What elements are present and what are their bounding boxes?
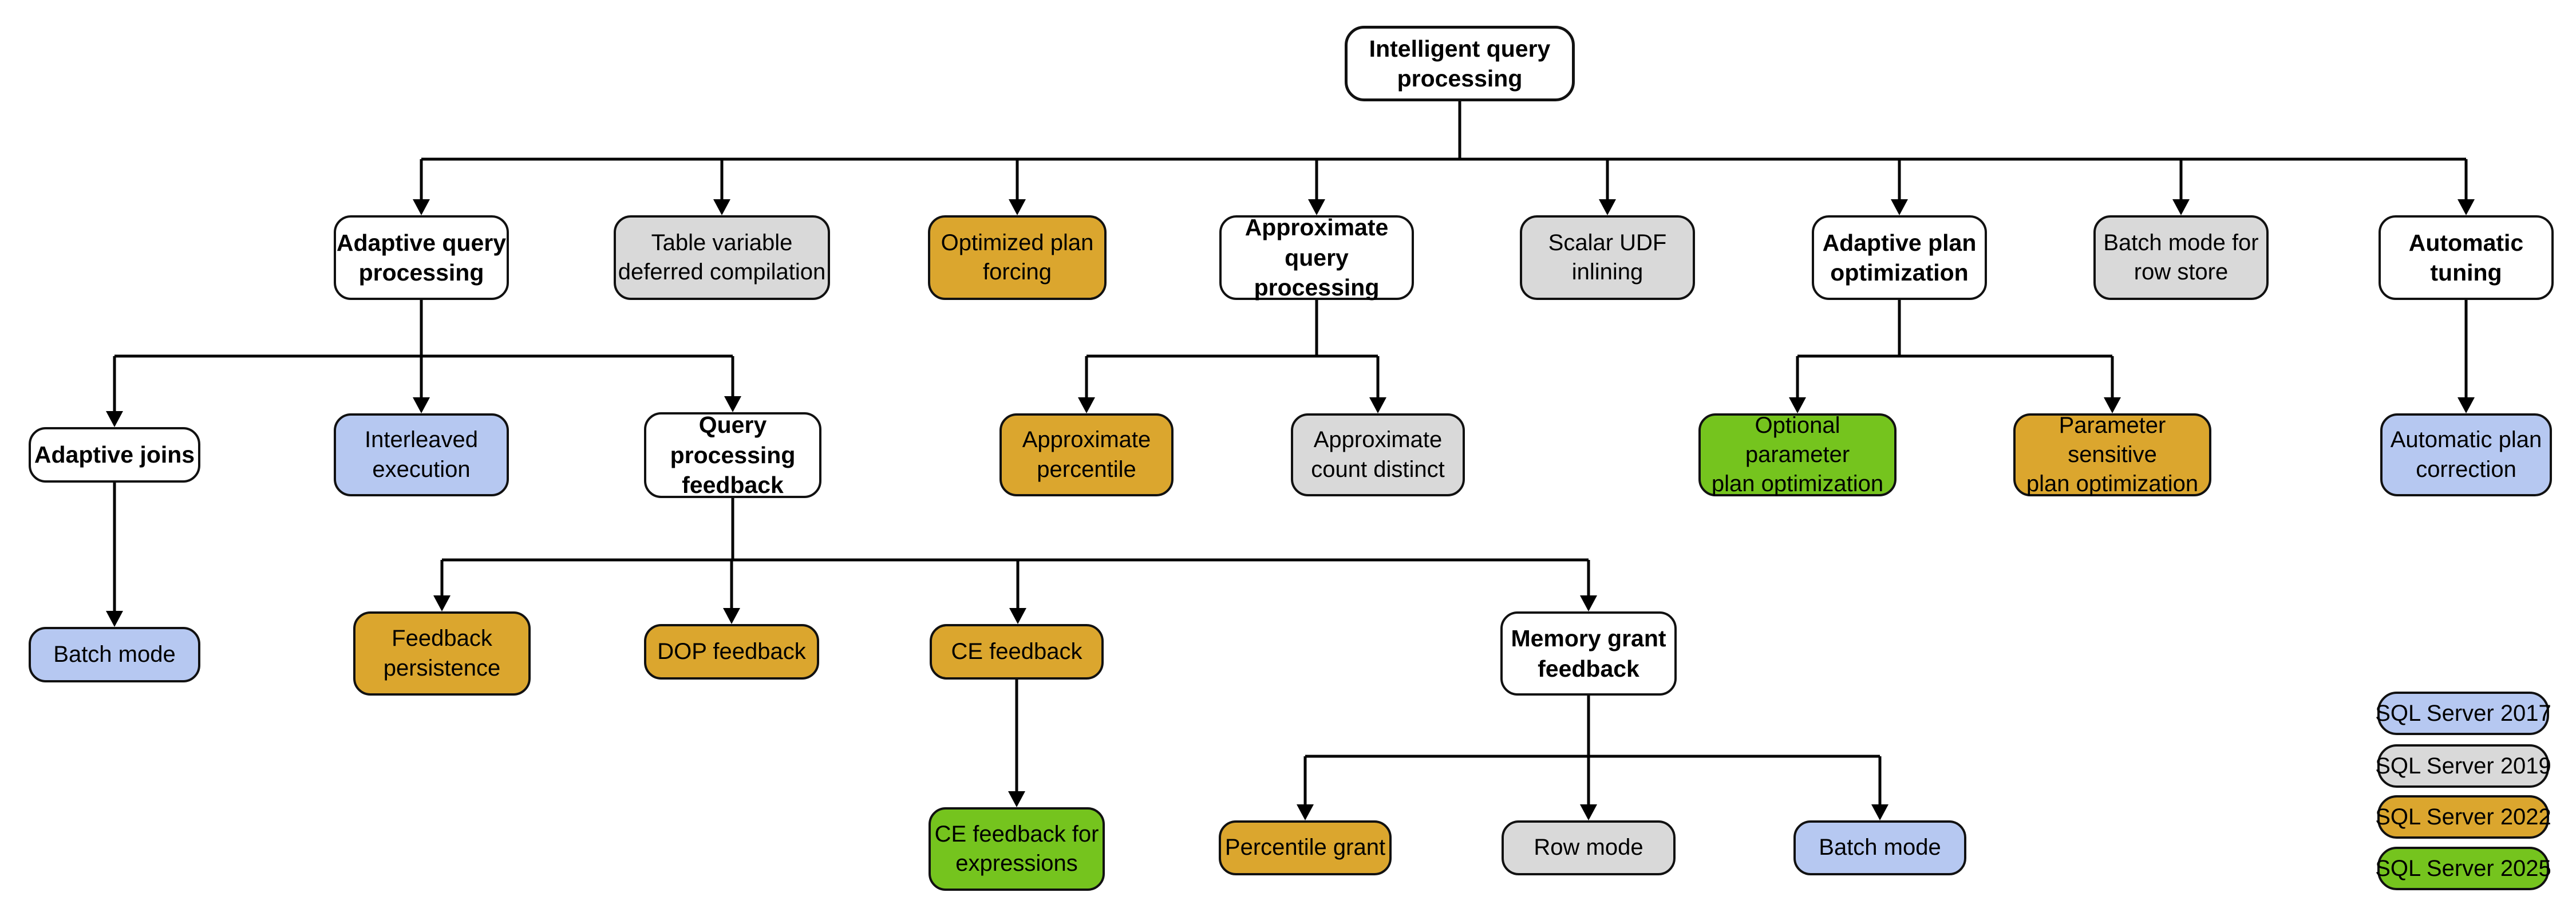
- node-memory-grant-feedback: Memory grant feedback: [1500, 611, 1677, 696]
- node-automatic-plan-correction: Automatic plan correction: [2380, 413, 2552, 496]
- node-ce-feedback-for-expressions: CE feedback for expressions: [929, 807, 1105, 891]
- node-approximate-count-distinct: Approximate count distinct: [1291, 413, 1465, 496]
- node-parameter-sensitive-plan-optimization: Parameter sensitive plan optimization: [2013, 413, 2211, 496]
- node-intelligent-query-processing: Intelligent query processing: [1345, 26, 1575, 101]
- node-adaptive-joins: Adaptive joins: [29, 427, 200, 483]
- node-approximate-percentile: Approximate percentile: [999, 413, 1174, 496]
- node-row-mode: Row mode: [1502, 820, 1676, 875]
- legend-sql-server-2022: SQL Server 2022: [2375, 795, 2551, 839]
- node-dop-feedback: DOP feedback: [644, 624, 819, 680]
- node-batch-mode-adaptive-joins: Batch mode: [29, 627, 200, 682]
- legend-sql-server-2019: SQL Server 2019: [2375, 744, 2551, 788]
- node-percentile-grant: Percentile grant: [1219, 820, 1392, 875]
- node-query-processing-feedback: Query processing feedback: [644, 412, 821, 498]
- legend-sql-server-2017: SQL Server 2017: [2375, 692, 2551, 735]
- node-approximate-query-processing: Approximate query processing: [1219, 214, 1414, 301]
- node-batch-mode-memory-grant: Batch mode: [1793, 820, 1966, 875]
- node-optimized-plan-forcing: Optimized plan forcing: [928, 215, 1107, 300]
- node-adaptive-query-processing: Adaptive query processing: [334, 215, 509, 300]
- node-scalar-udf-inlining: Scalar UDF inlining: [1520, 215, 1695, 300]
- node-ce-feedback: CE feedback: [930, 624, 1104, 680]
- node-interleaved-execution: Interleaved execution: [334, 413, 509, 496]
- node-adaptive-plan-optimization: Adaptive plan optimization: [1812, 215, 1987, 300]
- node-batch-mode-for-row-store: Batch mode for row store: [2093, 215, 2269, 300]
- node-automatic-tuning: Automatic tuning: [2379, 215, 2554, 300]
- legend-sql-server-2025: SQL Server 2025: [2375, 847, 2551, 890]
- node-table-variable-deferred-compilation: Table variable deferred compilation: [614, 215, 830, 300]
- node-optional-parameter-plan-optimization: Optional parameter plan optimization: [1698, 413, 1897, 496]
- node-feedback-persistence: Feedback persistence: [353, 611, 531, 696]
